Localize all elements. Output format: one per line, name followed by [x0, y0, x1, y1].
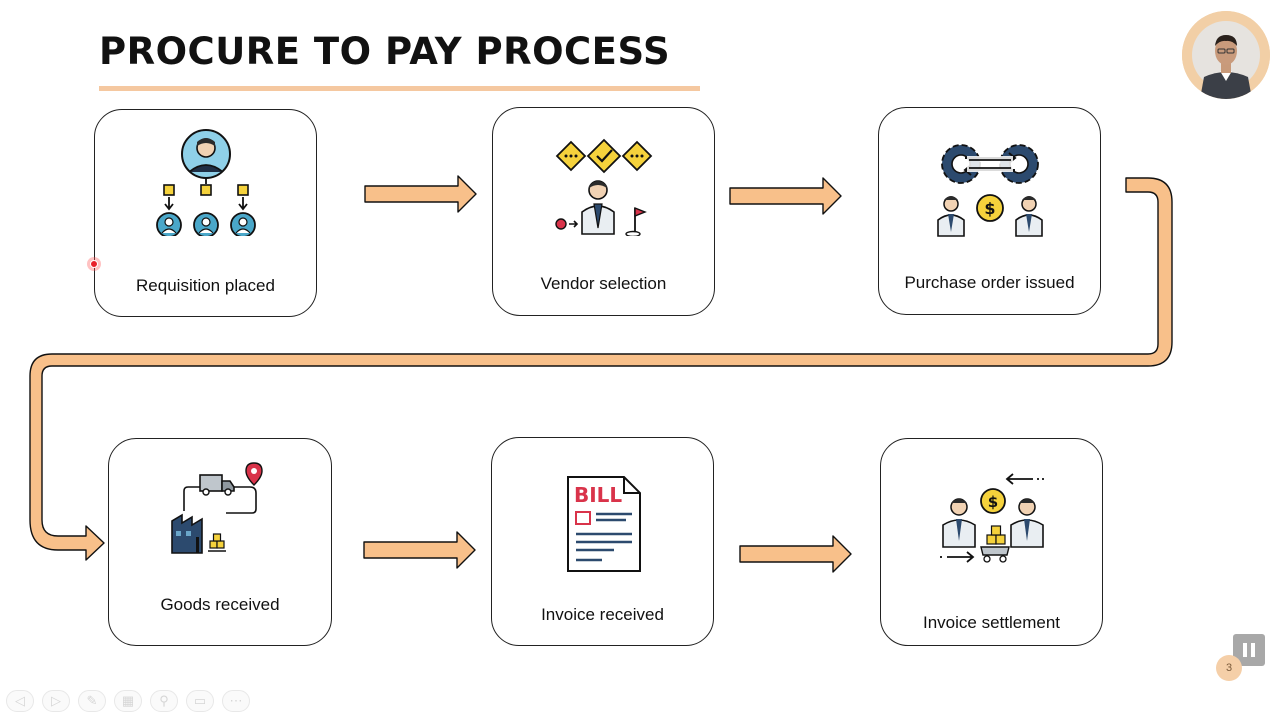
presentation-toolbar: ◁ ▷ ✎ ▦ ⚲ ▭ ⋯: [6, 690, 250, 712]
more-icon[interactable]: ⋯: [222, 690, 250, 712]
flow-arrow: [363, 531, 477, 569]
step-label: Invoice received: [541, 605, 664, 624]
step-card-purchase-order: $ Purchase order issued: [878, 107, 1101, 315]
payment-exchange-icon: $: [937, 471, 1047, 572]
vendor-selection-icon: [549, 136, 659, 241]
pen-icon[interactable]: ✎: [78, 690, 106, 712]
bill-text: BILL: [574, 483, 622, 507]
title-underline: [99, 86, 700, 91]
step-card-goods-received: Goods received: [108, 438, 332, 646]
step-card-invoice-received: BILL Invoice received: [491, 437, 714, 646]
previous-icon[interactable]: ◁: [6, 690, 34, 712]
step-label: Goods received: [160, 595, 280, 614]
dollar-sign: $: [987, 493, 997, 511]
org-hierarchy-icon: [151, 128, 261, 241]
flow-arrow: [729, 177, 843, 215]
step-card-invoice-settlement: $ Invoice settlement: [880, 438, 1103, 646]
slide-number: 3: [1216, 655, 1242, 681]
step-card-vendor-selection: Vendor selection: [492, 107, 715, 316]
flow-arrow: [364, 175, 478, 213]
slide-title: PROCURE TO PAY PROCESS: [99, 30, 671, 73]
step-label: Requisition placed: [136, 276, 275, 295]
presenter-webcam: [1182, 11, 1270, 99]
slides-grid-icon[interactable]: ▦: [114, 690, 142, 712]
zoom-icon[interactable]: ⚲: [150, 690, 178, 712]
bill-document-icon: BILL: [562, 474, 644, 581]
dollar-sign: $: [984, 199, 995, 218]
step-label: Invoice settlement: [922, 613, 1060, 632]
delivery-truck-icon: [170, 461, 270, 562]
flow-arrow: [739, 535, 853, 573]
next-icon[interactable]: ▷: [42, 690, 70, 712]
step-label: Vendor selection: [540, 274, 667, 293]
step-card-requisition: Requisition placed: [94, 109, 317, 317]
purchase-order-icon: $: [935, 138, 1045, 243]
laser-pointer: [87, 257, 101, 271]
step-label: Purchase order issued: [904, 273, 1075, 292]
presenter-avatar-icon: [1182, 11, 1270, 99]
subtitles-icon[interactable]: ▭: [186, 690, 214, 712]
